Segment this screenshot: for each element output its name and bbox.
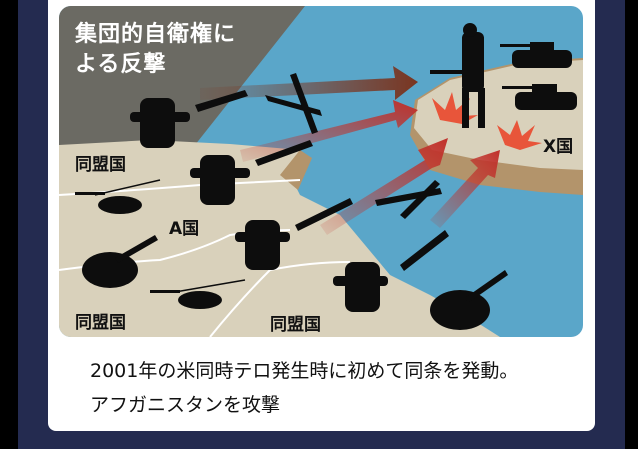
artillery-icon xyxy=(430,270,508,330)
heading-line-2: よる反撃 xyxy=(75,52,167,77)
label-country-a: A国 xyxy=(169,219,200,239)
helicopter-icon xyxy=(75,179,161,214)
label-country-x: X国 xyxy=(543,137,574,157)
label-ally: 同盟国 xyxy=(75,155,126,175)
missile-icon xyxy=(400,230,449,271)
heading-line-1: 集団的自衛権に xyxy=(75,22,237,47)
shadow-area xyxy=(59,6,305,145)
tank-icon xyxy=(500,42,572,68)
map-illustration xyxy=(59,6,583,337)
javelin-soldier-icon xyxy=(235,198,353,270)
drone-icon xyxy=(375,180,442,219)
caption-line-1: 2001年の米同時テロ発生時に初めて同条を発動。 xyxy=(90,360,519,382)
javelin-soldier-icon xyxy=(333,262,388,312)
soldier-icon xyxy=(430,23,485,128)
attack-arrows xyxy=(200,66,500,235)
label-ally: 同盟国 xyxy=(270,315,321,335)
caption: 2001年の米同時テロ発生時に初めて同条を発動。 アフガニスタンを攻撃 xyxy=(90,354,518,422)
javelin-soldier-icon xyxy=(190,140,313,205)
illustration-heading: 集団的自衛権に よる反撃 xyxy=(75,20,236,80)
caption-line-2: アフガニスタンを攻撃 xyxy=(90,394,281,416)
label-ally: 同盟国 xyxy=(75,313,126,333)
javelin-soldier-icon xyxy=(130,90,248,148)
illustration: 集団的自衛権に よる反撃 同盟国 A国 同盟国 同盟国 X国 xyxy=(59,6,583,337)
helicopter-icon xyxy=(150,279,246,309)
artillery-icon xyxy=(82,235,158,288)
tank-icon xyxy=(502,84,577,110)
drone-icon xyxy=(265,73,322,134)
